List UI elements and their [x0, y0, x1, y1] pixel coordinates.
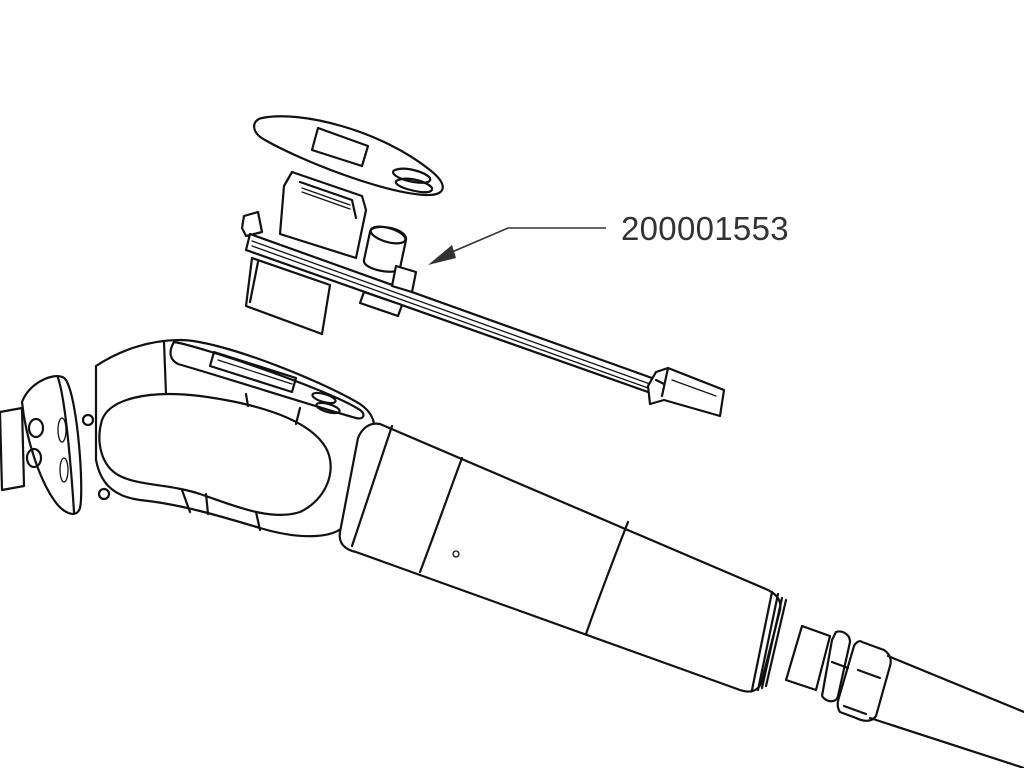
callout-leader	[428, 227, 606, 265]
callout-part-number: 200001553	[621, 210, 789, 247]
hose-nut-fitting	[784, 624, 892, 722]
hose	[868, 654, 1024, 770]
handle-grip-body	[338, 422, 788, 693]
handle-head	[81, 338, 376, 538]
top-label-plate	[253, 115, 444, 197]
sensor-module-assembly	[240, 170, 726, 418]
end-cap-disc	[0, 375, 83, 515]
